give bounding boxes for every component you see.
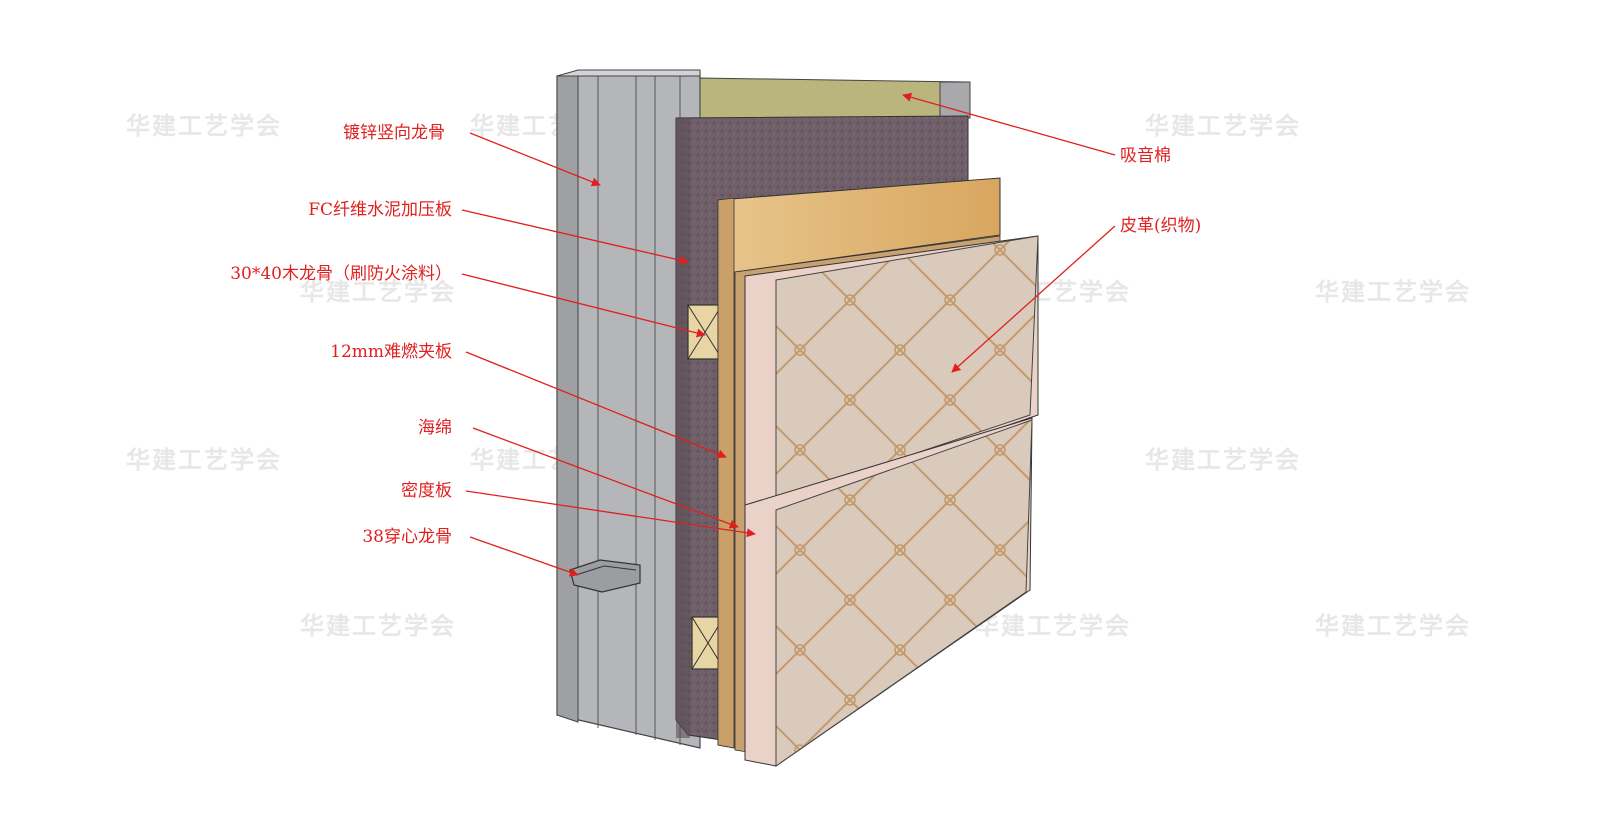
acoustic-wool [699, 77, 971, 119]
through-keel-38 [569, 559, 641, 593]
label-sponge: 海绵 [418, 418, 452, 438]
leather-panel-lower [744, 417, 1033, 767]
leader-acoustic-wool [902, 92, 1116, 156]
leader-leather [951, 225, 1116, 373]
label-leather: 皮革(织物) [1120, 216, 1202, 236]
label-mdf: 密度板 [401, 481, 452, 501]
leader-through-keel [469, 536, 579, 577]
leader-plywood [465, 351, 727, 459]
leader-mdf [465, 490, 756, 538]
label-galvanized-keel: 镀锌竖向龙骨 [343, 123, 445, 143]
leather-panel-upper [744, 235, 1039, 506]
label-wood-keel: 30*40木龙骨（刷防火涂料） [230, 264, 452, 284]
label-plywood: 12mm难燃夹板 [330, 342, 452, 362]
leader-sponge [472, 427, 739, 529]
label-fc-board: FC纤维水泥加压板 [308, 200, 452, 220]
label-acoustic-wool: 吸音棉 [1120, 146, 1171, 166]
leader-wood-keel [461, 273, 706, 338]
label-through-keel: 38穿心龙骨 [362, 527, 452, 547]
leader-lines [461, 92, 1116, 577]
fire-retardant-plywood [717, 177, 1001, 749]
leader-fc-board [461, 209, 689, 265]
fc-cement-board [675, 115, 969, 741]
leader-galvanized-keel [469, 132, 601, 187]
